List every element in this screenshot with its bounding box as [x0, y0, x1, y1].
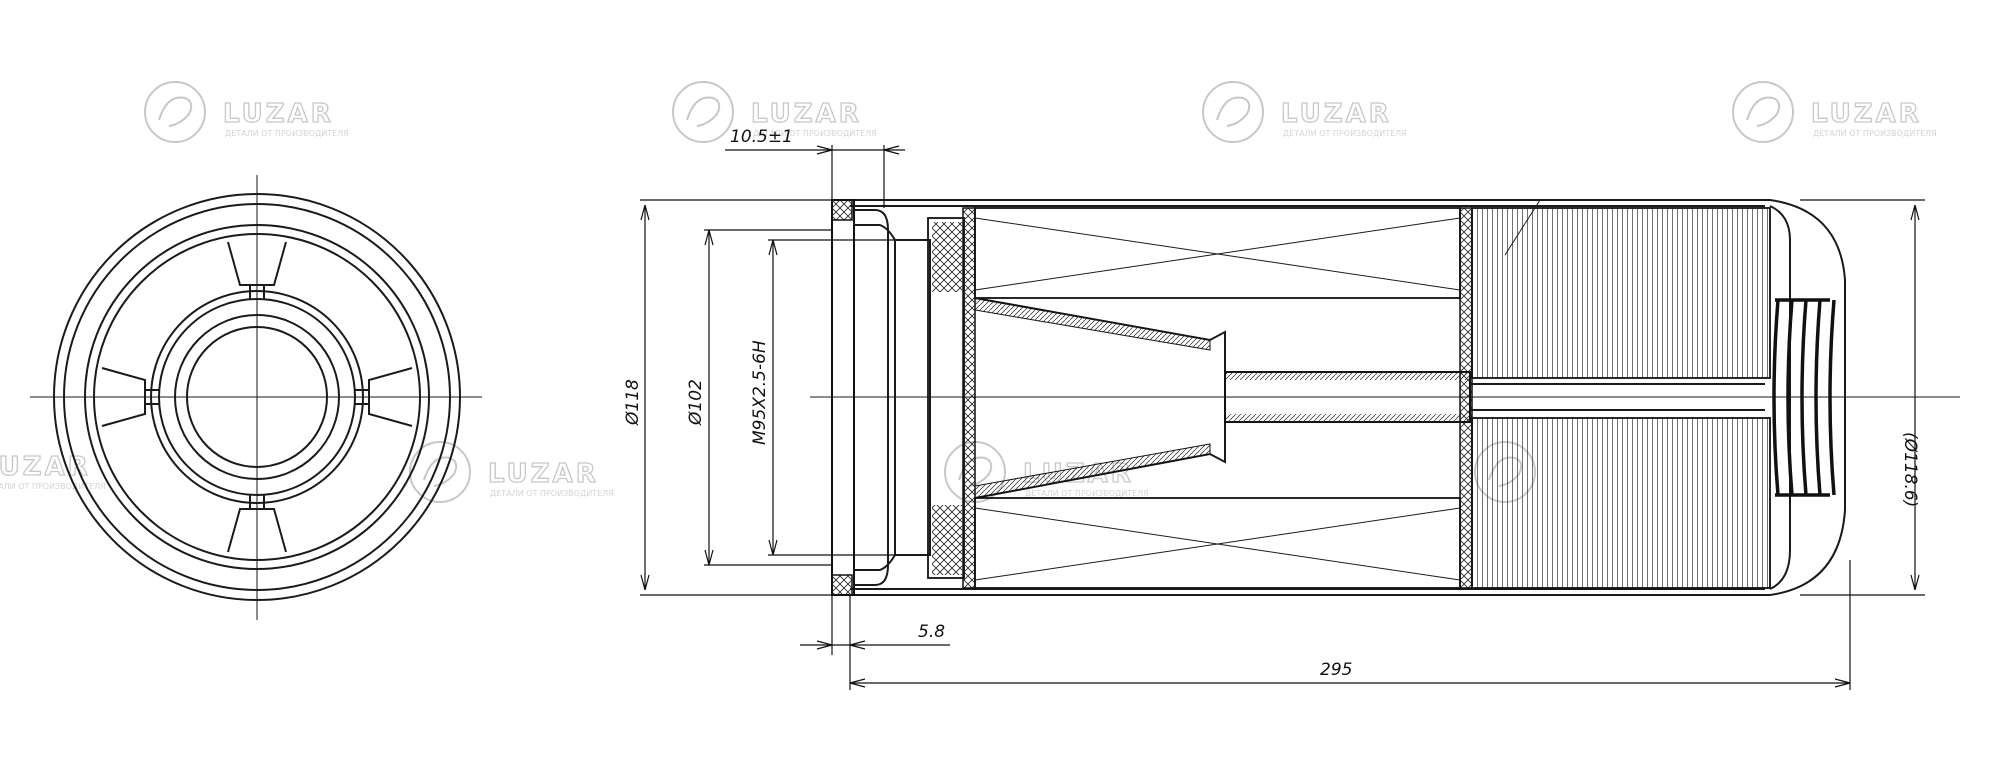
watermark-brand-2: LUZAR [751, 99, 862, 129]
watermark-tagline-1: ДЕТАЛИ ОТ ПРОИЗВОДИТЕЛЯ [225, 129, 349, 138]
bypass-spring [1772, 298, 1836, 497]
dimensions [640, 145, 1925, 690]
luzar-logo-icon [672, 81, 734, 143]
hub-outer [150, 290, 364, 504]
end-view-ribs [101, 241, 413, 553]
outer-rim [53, 193, 461, 601]
bore-outer [174, 314, 340, 480]
luzar-logo-icon [1202, 81, 1264, 143]
pleats-lower [1471, 417, 1771, 589]
dim-body-diameter: (Ø118.6) [1900, 432, 1920, 507]
watermark-tagline-7: ДЕТАЛИ ОТ ПРОИЗВОДИТЕЛЯ [1025, 489, 1149, 498]
watermark-1: LUZAR ДЕТАЛИ ОТ ПРОИЗВОДИТЕЛЯ [144, 81, 349, 143]
watermark-6: LUZAR ДЕТАЛИ ОТ ПРОИЗВОДИТЕЛЯ [409, 441, 614, 503]
section-view [810, 199, 1960, 596]
watermark-3: LUZAR ДЕТАЛИ ОТ ПРОИЗВОДИТЕЛЯ [1202, 81, 1407, 143]
watermark-5: LUZAR ДЕТАЛИ ОТ ПРОИЗВОДИТЕЛЯ [0, 451, 106, 491]
pleats-upper [1471, 207, 1771, 379]
watermark-tagline-3: ДЕТАЛИ ОТ ПРОИЗВОДИТЕЛЯ [1283, 129, 1407, 138]
watermark-brand-1: LUZAR [223, 99, 334, 129]
watermarks: LUZAR ДЕТАЛИ ОТ ПРОИЗВОДИТЕЛЯ LUZAR ДЕТА… [0, 81, 1937, 503]
gasket-inner [93, 233, 421, 561]
bore-inner [186, 326, 328, 468]
filter-can [850, 199, 1846, 596]
gasket-outer [84, 224, 430, 570]
outer-rim-inner [63, 203, 451, 591]
watermark-tagline-5: ДЕТАЛИ ОТ ПРОИЗВОДИТЕЛЯ [0, 482, 106, 491]
luzar-logo-icon [1732, 81, 1794, 143]
watermark-tagline-6: ДЕТАЛИ ОТ ПРОИЗВОДИТЕЛЯ [490, 489, 614, 498]
dim-gasket-width: 10.5±1 [730, 127, 793, 147]
luzar-logo-icon [409, 441, 471, 503]
watermark-brand-4: LUZAR [1811, 99, 1922, 129]
dimension-labels: 10.5±1 Ø118 Ø102 M95X2.5-6H (Ø118.6) 5.8… [623, 127, 1920, 680]
watermark-tagline-4: ДЕТАЛИ ОТ ПРОИЗВОДИТЕЛЯ [1813, 129, 1937, 138]
media-lower [974, 497, 1461, 589]
end-view [30, 175, 482, 620]
dim-gasket-diameter: Ø102 [686, 379, 706, 426]
watermark-brand-6: LUZAR [488, 459, 599, 489]
watermark-brand-3: LUZAR [1281, 99, 1392, 129]
watermark-2: LUZAR ДЕТАЛИ ОТ ПРОИЗВОДИТЕЛЯ [672, 81, 877, 143]
media-upper [974, 207, 1461, 299]
watermark-4: LUZAR ДЕТАЛИ ОТ ПРОИЗВОДИТЕЛЯ [1732, 81, 1937, 143]
dim-thread: M95X2.5-6H [750, 340, 770, 445]
luzar-logo-icon [144, 81, 206, 143]
dim-outer-diameter: Ø118 [623, 379, 643, 426]
hub-ring [158, 298, 356, 496]
dim-length: 295 [1320, 660, 1352, 680]
dim-flange-offset: 5.8 [918, 622, 945, 642]
watermark-tagline-2: ДЕТАЛИ ОТ ПРОИЗВОДИТЕЛЯ [753, 129, 877, 138]
